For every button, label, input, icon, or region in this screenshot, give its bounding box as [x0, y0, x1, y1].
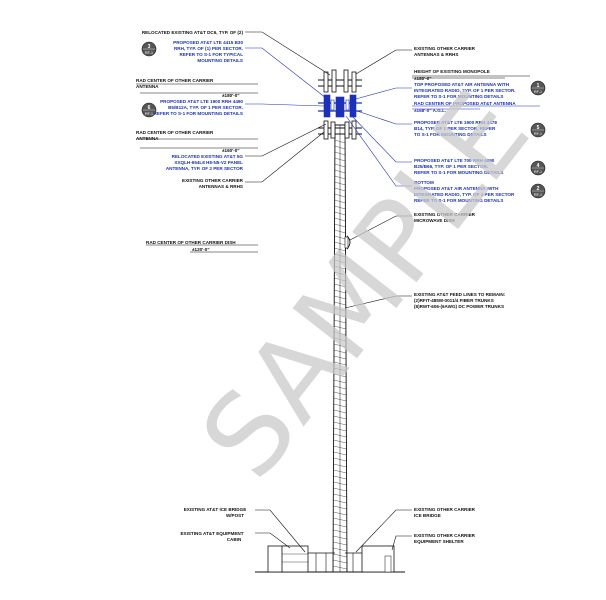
badge-4: 4 RF-1 — [530, 160, 546, 176]
label-lte4415-2: RRH, TYP. OF (1) PER SECTOR. — [174, 46, 243, 51]
svg-text:RF-1: RF-1 — [534, 90, 542, 94]
label-r-feed-3: (8)RWT-606-(6AWG) DC POWER TRUNKS — [414, 304, 504, 309]
svg-text:RF-1: RF-1 — [145, 51, 153, 55]
label-lte4415-4: MOUNTING DETAILS — [197, 58, 243, 63]
badge-3: 3 RF-1 — [141, 41, 157, 57]
label-r-shelter-1: EXISTING OTHER CARRIER — [414, 533, 476, 538]
label-r-existing-top-1: EXISTING OTHER CARRIER — [414, 46, 476, 51]
label-r-lte700-1: PROPOSED AT&T LTE 700 RRH 4890 — [414, 158, 495, 163]
label-rad-dish-2: ±120'-0" — [192, 247, 210, 252]
badge-5: 5 RF-1 — [530, 122, 546, 138]
label-r-bottom-4: REFER TO S-1 FOR MOUNTING DETAILS — [414, 198, 503, 203]
label-r-feed-2: (2)RFIT-485W-0011/4 FIBER TRUNKS — [414, 298, 494, 303]
svg-text:RF-1: RF-1 — [534, 132, 542, 136]
label-existing-other-2: ANTENNAS & RRHS — [199, 184, 243, 189]
badge-1: 1 RF-1 — [530, 80, 546, 96]
label-r-lte4478-1: PROPOSED AT&T LTE 1900 RRH 4478 — [414, 120, 497, 125]
label-elev-180: ±180'-0" — [222, 93, 240, 98]
label-r-dish-1: EXISTING OTHER CARRIER — [414, 212, 476, 217]
label-r-shelter-2: EQUIPMENT SHELTER — [414, 539, 464, 544]
label-lte4415-3: REFER TO S-1 FOR TYPICAL — [180, 52, 244, 57]
ground-equipment — [255, 545, 405, 573]
svg-text:1: 1 — [537, 83, 540, 89]
left-callouts: RELOCATED EXISTING AT&T DC6, TYP. OF (2)… — [136, 30, 246, 542]
label-relocated-5g-2: XXQLH-654L8 H8-N5-V2 PANEL — [174, 160, 243, 165]
label-rad-center-other-2: ANTENNA — [136, 84, 159, 89]
label-rad-dish-1: RAD CENTER OF OTHER CARRIER DISH — [146, 240, 236, 245]
label-r-ice-2: ICE BRIDGE — [414, 513, 441, 518]
label-r-lte4478-2: B14, TYP. OF 1 PER SECTOR. REFER — [414, 126, 496, 131]
label-r-lte700-3: REFER TO S-1 FOR MOUNTING DETAILS — [414, 170, 503, 175]
label-lte1900-4490-2: B5/B12A, TYP. OF 1 PER SECTOR. — [168, 105, 243, 110]
label-r-existing-top-2: ANTENNAS & RRHS — [414, 52, 458, 57]
label-rad-center-other2-2: ANTENNA — [136, 136, 159, 141]
label-r-height-2: ±180'-0" — [414, 76, 432, 81]
detail-badges: 3 RF-1 6 RF-1 1 RF-1 5 RF-1 4 RF-1 — [141, 41, 546, 199]
badge-2: 2 RF-1 — [530, 183, 546, 199]
right-callouts: EXISTING OTHER CARRIER ANTENNAS & RRHS H… — [414, 46, 516, 544]
label-equip-cabin-1: EXISTING AT&T EQUIPMENT — [180, 531, 243, 536]
label-r-height-1: HEIGHT OF EXISTING MONOPOLE — [414, 69, 490, 74]
badge-6: 6 RF-1 — [141, 102, 157, 118]
label-lte1900-4490-3: REFER TO S-1 FOR MOUNTING DETAILS — [154, 111, 243, 116]
antenna-arrays — [318, 69, 362, 250]
label-relocated-5g-1: RELOCATED EXISTING AT&T 5G — [172, 154, 244, 159]
label-rad-center-other-1: RAD CENTER OF OTHER CARRIER — [136, 78, 214, 83]
label-elev-160: ±160'-0" — [222, 148, 240, 153]
label-r-top-1: TOP PROPOSED AT&T AIR ANTENNA WITH — [414, 82, 510, 87]
label-r-feed-1: EXISTING AT&T FEED LINES TO REMAIN: — [414, 292, 506, 297]
label-r-bottom-2: PROPOSED AT&T AIR ANTENNA WITH — [414, 186, 499, 191]
label-lte1900-4490-1: PROPOSED AT&T LTE 1900 RRH 4490 — [160, 99, 243, 104]
label-r-bottom-3: INTEGRATED RADIO, TYP. OF 1 PER SECTOR — [414, 192, 515, 197]
svg-text:RF-1: RF-1 — [534, 170, 542, 174]
label-r-dish-2: MICROWAVE DISH — [414, 218, 455, 223]
svg-text:RF-1: RF-1 — [145, 112, 153, 116]
label-equip-cabin-2: CABIN — [227, 537, 242, 542]
label-r-rad-center-2: ±168'-0" A.G.L. — [414, 108, 446, 113]
label-r-lte4478-3: TO S-1 FOR MOUNTING DETAILS — [414, 132, 487, 137]
svg-text:2: 2 — [537, 186, 540, 192]
label-r-top-3: REFER TO S-1 FOR MOUNTING DETAILS — [414, 94, 503, 99]
label-r-top-2: INTEGRATED RADIO, TYP. OF 1 PER SECTOR. — [414, 88, 516, 93]
svg-text:3: 3 — [148, 44, 151, 50]
svg-text:6: 6 — [148, 105, 151, 111]
label-relocated-dc6: RELOCATED EXISTING AT&T DC6, TYP. OF (2) — [142, 30, 244, 35]
label-r-lte700-2: B25/B66, TYP. OF 1 PER SECTOR. — [414, 164, 488, 169]
svg-text:4: 4 — [537, 163, 540, 169]
label-r-rad-center-1: RAD CENTER OF PROPOSED AT&T ANTENNA — [414, 101, 516, 106]
label-existing-other-1: EXISTING OTHER CARRIER — [182, 178, 244, 183]
label-relocated-5g-3: ANTENNA, TYP. OF 2 PER SECTOR — [166, 166, 244, 171]
label-ice-bridge-1: EXISTING AT&T ICE BRIDGE — [184, 507, 247, 512]
label-r-ice-1: EXISTING OTHER CARRIER — [414, 507, 476, 512]
label-r-bottom-1: BOTTOM — [414, 180, 434, 185]
svg-text:5: 5 — [537, 125, 540, 131]
svg-text:RF-1: RF-1 — [534, 193, 542, 197]
sample-watermark: SAMPLE — [177, 69, 555, 501]
label-rad-center-other2-1: RAD CENTER OF OTHER CARRIER — [136, 130, 214, 135]
leader-lines — [136, 31, 540, 553]
label-ice-bridge-2: W/POST — [226, 513, 244, 518]
label-lte4415-1: PROPOSED AT&T LTE 4415 B30 — [173, 40, 243, 45]
